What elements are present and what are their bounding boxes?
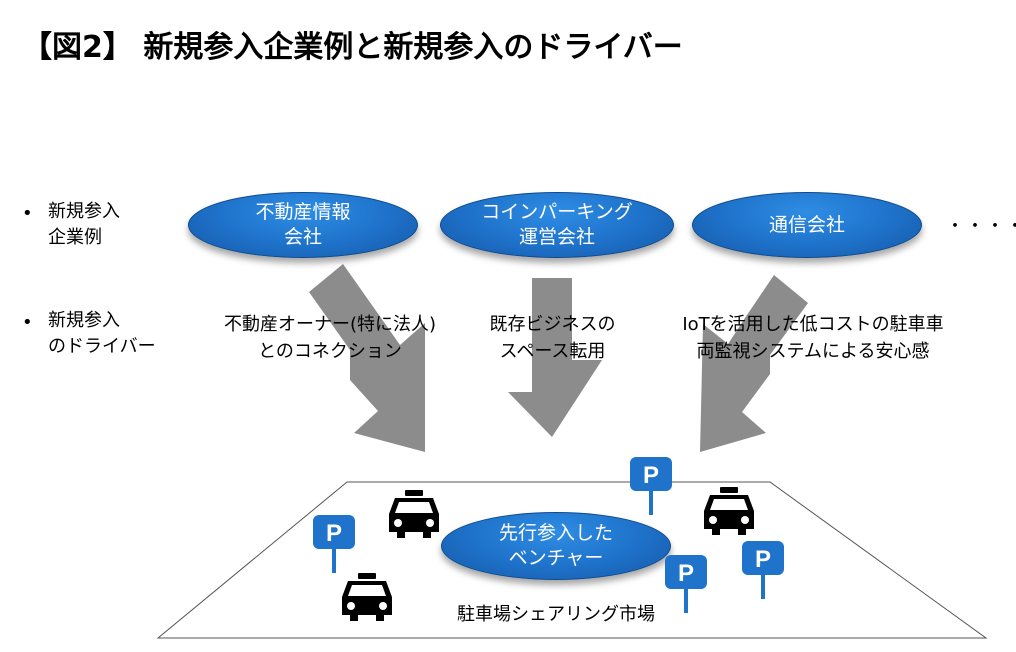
arrow-right [700, 275, 808, 452]
driver-line: とのコネクション [258, 341, 402, 362]
parking-sign-letter: P [678, 560, 694, 587]
row-label-line: 新規参入 [48, 201, 120, 222]
driver-line: スペース転用 [499, 341, 606, 362]
oval-line: 会社 [283, 226, 322, 248]
driver-telecom: IoTを活用した低コストの駐車車 両監視システムによる安心感 [668, 311, 958, 365]
ellipsis: ・・・・・ [946, 216, 1016, 237]
parking-sign-letter: P [755, 546, 771, 573]
oval-line: 運営会社 [518, 226, 595, 248]
company-oval-coin-parking: コインパーキング 運営会社 [440, 192, 674, 258]
row-label-line: のドライバー [48, 336, 156, 357]
arrow-left [309, 264, 425, 452]
bullet: • [22, 312, 33, 333]
venture-oval: 先行参入した ベンチャー [441, 512, 671, 580]
bullet: • [22, 203, 33, 224]
taxi-icon [704, 487, 754, 535]
driver-line: 両監視システムによる安心感 [696, 341, 930, 362]
arrow-middle [508, 278, 602, 437]
oval-line: 通信会社 [768, 213, 845, 236]
parking-sign-icon: P [630, 457, 672, 515]
driver-real-estate: 不動産オーナー(特に法人) とのコネクション [205, 311, 455, 365]
company-oval-real-estate: 不動産情報 会社 [188, 192, 418, 258]
page-title: 【図2】 新規参入企業例と新規参入のドライバー [22, 30, 683, 65]
driver-coin-parking: 既存ビジネスの スペース転用 [470, 311, 635, 365]
parking-sign-letter: P [326, 520, 342, 547]
parking-sign-icon: P [665, 555, 707, 613]
oval-line: 先行参入した [498, 522, 613, 544]
taxi-icon [342, 573, 392, 621]
driver-line: 既存ビジネスの [489, 314, 616, 335]
oval-line: ベンチャー [508, 547, 604, 569]
parking-sign-icon: P [742, 541, 784, 599]
taxi-icon [389, 490, 439, 538]
row-label-drivers: 新規参入 のドライバー [48, 308, 156, 360]
market-label: 駐車場シェアリング市場 [457, 604, 655, 625]
parking-sign-letter: P [643, 462, 659, 489]
oval-line: コインパーキング [481, 201, 633, 223]
row-label-line: 新規参入 [48, 310, 120, 331]
row-label-line: 企業例 [48, 227, 102, 248]
oval-line: 不動産情報 [255, 201, 351, 223]
driver-line: IoTを活用した低コストの駐車車 [682, 314, 944, 335]
parking-sign-icon: P [313, 515, 355, 573]
company-oval-telecom: 通信会社 [692, 192, 922, 258]
row-label-companies: 新規参入 企業例 [48, 199, 120, 251]
driver-line: 不動産オーナー(特に法人) [223, 314, 437, 335]
